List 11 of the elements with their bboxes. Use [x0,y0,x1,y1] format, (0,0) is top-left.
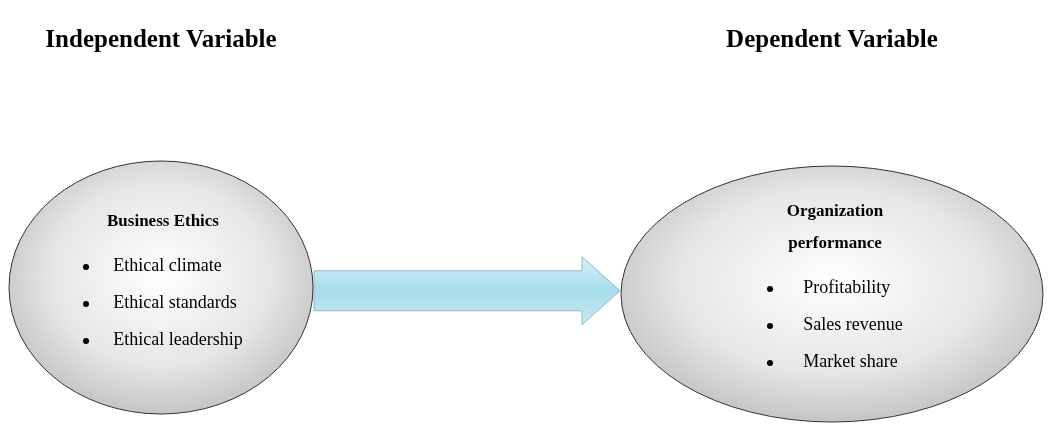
variable-heading: Dependent Variable [725,25,939,53]
list-item: Ethical standards [113,292,237,312]
ellipse-title: Organization performance [785,200,885,254]
ellipse-title: Business Ethics [106,210,220,232]
block-arrow [313,256,621,326]
list-item: Market share [803,351,898,371]
list-item: Sales revenue [803,314,903,334]
list-item: Ethical leadership [113,329,243,349]
variable-heading: Independent Variable [44,25,278,53]
list-item: Profitability [803,277,891,297]
list-item: Ethical climate [113,255,222,275]
